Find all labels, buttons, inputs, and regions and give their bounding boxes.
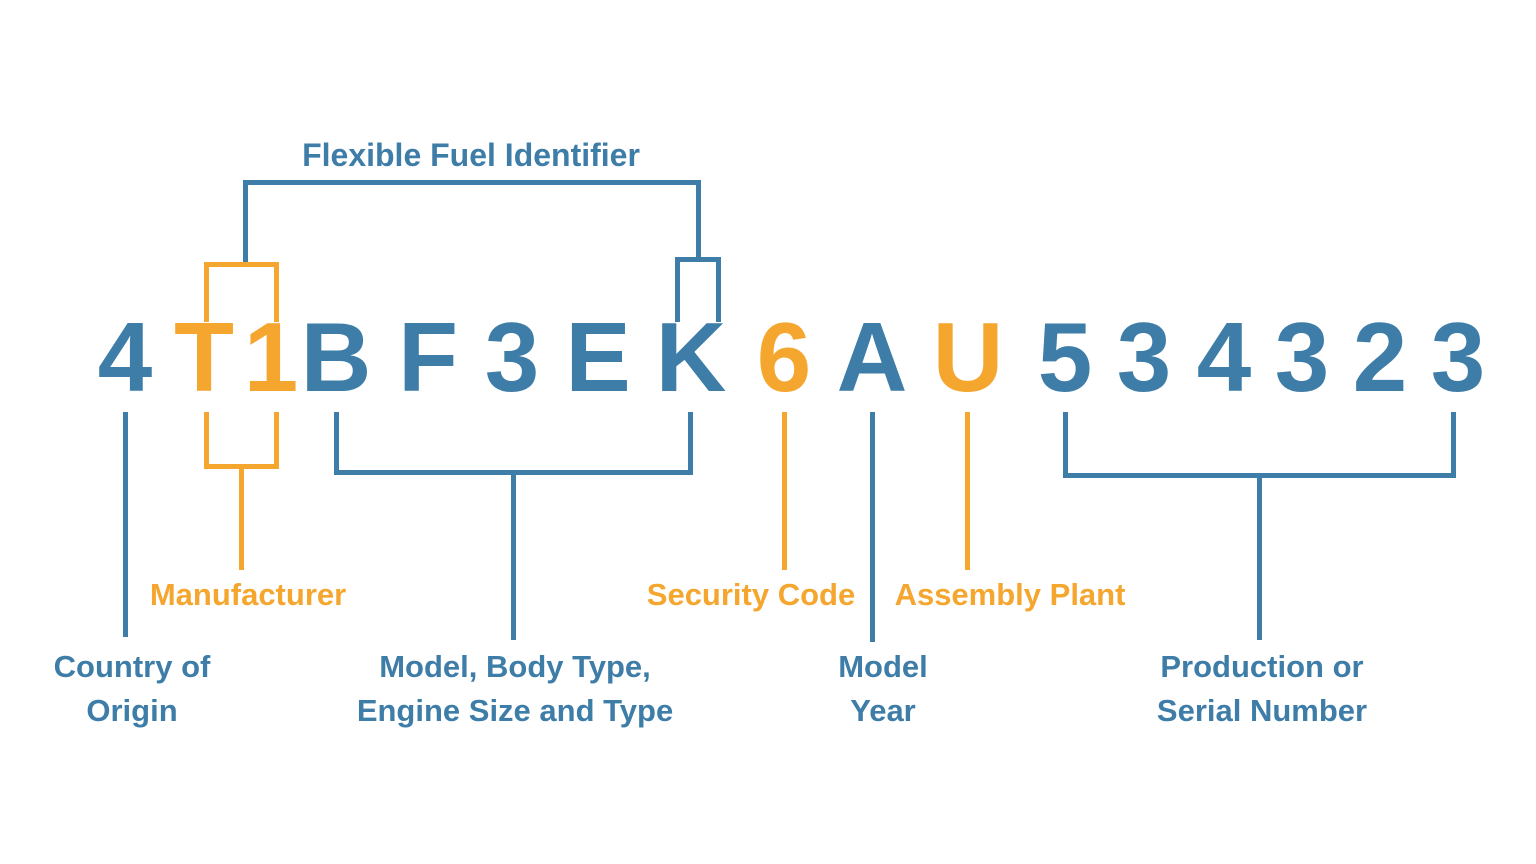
top-connector-right-vertical xyxy=(696,180,701,262)
model-bracket-left-vertical xyxy=(334,412,339,475)
model-year-label: Model Year xyxy=(838,645,928,733)
vin-char-3: 1 xyxy=(243,302,299,412)
assembly-plant-connector xyxy=(965,412,970,570)
model-bracket-stem xyxy=(511,470,516,640)
model-body-engine-label: Model, Body Type, Engine Size and Type xyxy=(357,645,673,733)
serial-bracket-left-vertical xyxy=(1063,412,1068,478)
top-connector-left-vertical xyxy=(243,180,248,266)
assembly-plant-label: Assembly Plant xyxy=(894,577,1126,612)
vin-char-7: E xyxy=(565,302,631,412)
security-code-label: Security Code xyxy=(646,577,856,612)
vin-char-15: 3 xyxy=(1274,302,1330,412)
security-code-connector xyxy=(782,412,787,570)
country-of-origin-connector xyxy=(123,412,128,637)
country-of-origin-line2: Origin xyxy=(86,693,178,728)
vin-char-4: B xyxy=(300,302,372,412)
vin-char-17: 3 xyxy=(1430,302,1486,412)
vin-char-2: T xyxy=(174,302,234,412)
t1-top-bracket-left-vertical xyxy=(204,262,209,322)
k-bracket-horizontal xyxy=(675,257,721,262)
vin-char-8: K xyxy=(655,302,727,412)
country-of-origin-line1: Country of xyxy=(53,649,211,684)
manufacturer-bracket-left-vertical xyxy=(204,412,209,469)
production-serial-line2: Serial Number xyxy=(1156,693,1368,728)
model-body-engine-line1: Model, Body Type, xyxy=(379,649,651,684)
t1-top-bracket-horizontal xyxy=(204,262,279,267)
vin-char-12: 5 xyxy=(1037,302,1093,412)
manufacturer-bracket-stem xyxy=(239,464,244,570)
vin-char-9: 6 xyxy=(756,302,812,412)
production-serial-line1: Production or xyxy=(1160,649,1364,684)
vin-char-13: 3 xyxy=(1116,302,1172,412)
top-connector-horizontal xyxy=(243,180,701,185)
serial-bracket-right-vertical xyxy=(1451,412,1456,478)
model-year-connector xyxy=(870,412,875,642)
serial-bracket-stem xyxy=(1257,473,1262,640)
model-bracket-right-vertical xyxy=(688,412,693,475)
production-serial-label: Production or Serial Number xyxy=(1157,645,1367,733)
vin-char-14: 4 xyxy=(1196,302,1252,412)
vin-char-6: 3 xyxy=(484,302,540,412)
manufacturer-label: Manufacturer xyxy=(149,577,347,612)
model-year-line1: Model xyxy=(838,649,928,684)
flexible-fuel-identifier-label: Flexible Fuel Identifier xyxy=(302,137,640,173)
k-bracket-left-vertical xyxy=(675,257,680,322)
manufacturer-bracket-right-vertical xyxy=(274,412,279,469)
vin-char-10: A xyxy=(836,302,908,412)
country-of-origin-label: Country of Origin xyxy=(54,645,211,733)
vin-char-5: F xyxy=(398,302,458,412)
model-body-engine-line2: Engine Size and Type xyxy=(356,693,674,728)
t1-top-bracket-right-vertical xyxy=(274,262,279,322)
vin-char-16: 2 xyxy=(1352,302,1408,412)
vin-char-11: U xyxy=(932,302,1004,412)
model-year-line2: Year xyxy=(850,693,916,728)
vin-char-1: 4 xyxy=(97,302,153,412)
k-bracket-right-vertical xyxy=(716,257,721,322)
